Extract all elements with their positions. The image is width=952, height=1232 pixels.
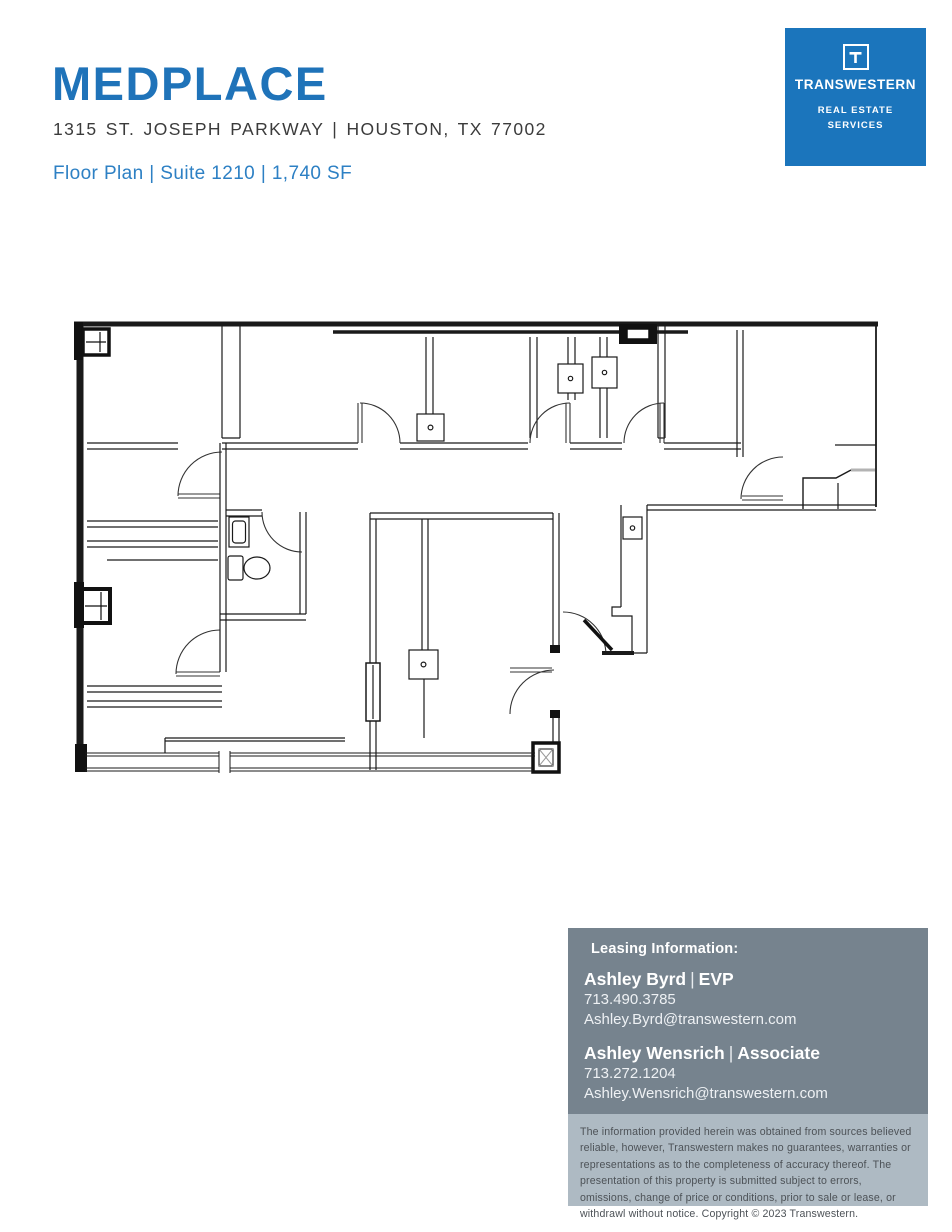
contact-2-name-title: Ashley Wensrich|Associate [584, 1043, 912, 1064]
lower-left-rooms [87, 520, 345, 753]
contact-1-title: EVP [698, 969, 734, 989]
t-glyph-icon [849, 51, 862, 63]
pipe-separator: | [728, 1042, 734, 1063]
contact-1-name: Ashley Byrd [584, 969, 687, 989]
bottom-corridor-lines [85, 751, 535, 773]
reception-area [647, 468, 876, 511]
toilet-icon [227, 555, 271, 581]
contact-2-name: Ashley Wensrich [584, 1042, 725, 1063]
upper-partitions [221, 326, 744, 457]
central-room [365, 512, 553, 770]
wall-fixtures [408, 356, 643, 680]
reception-desk [802, 468, 875, 509]
property-address: 1315 ST. JOSEPH PARKWAY | HOUSTON, TX 77… [53, 119, 547, 139]
corridor-wall [87, 442, 876, 450]
property-title: MEDPLACE [52, 57, 328, 110]
contact-1-name-title: Ashley Byrd|EVP [584, 969, 912, 990]
pipe-separator: | [690, 969, 695, 989]
contact-1-email: Ashley.Byrd@transwestern.com [584, 1011, 797, 1029]
leasing-contact-2: Ashley Wensrich|Associate 713.272.1204 A… [584, 1043, 912, 1105]
contact-1-phone: 713.490.3785 [584, 991, 676, 1008]
wall-columns [80, 327, 112, 625]
door-swings [175, 402, 784, 715]
logo-tagline-line1: REAL ESTATE [817, 105, 894, 116]
transwestern-logo-box: TRANSWESTERN REAL ESTATE SERVICES [785, 28, 926, 166]
leasing-info-box: Leasing Information: Ashley Byrd|EVP 713… [568, 928, 928, 1114]
logo-tagline: REAL ESTATE SERVICES [785, 103, 926, 133]
contact-2-title: Associate [737, 1042, 820, 1063]
contact-2-phone: 713.272.1204 [584, 1064, 676, 1082]
logo-company-name: TRANSWESTERN [794, 77, 917, 92]
entry-vestibule [531, 505, 648, 774]
sink-icon [228, 516, 250, 548]
transwestern-t-icon [842, 44, 869, 70]
contact-2-email: Ashley.Wensrich@transwestern.com [584, 1084, 828, 1102]
disclaimer-text: The information provided herein was obta… [568, 1114, 928, 1220]
leasing-contact-1: Ashley Byrd|EVP 713.490.3785 Ashley.Byrd… [584, 969, 912, 1031]
logo-tagline-line2: SERVICES [827, 120, 884, 132]
leasing-heading: Leasing Information: [591, 941, 739, 957]
exterior-walls [74, 321, 878, 772]
floorplan-subtitle: Floor Plan | Suite 1210 | 1,740 SF [53, 163, 353, 184]
restroom [219, 443, 307, 621]
entry-door-frame-icon [531, 741, 561, 774]
